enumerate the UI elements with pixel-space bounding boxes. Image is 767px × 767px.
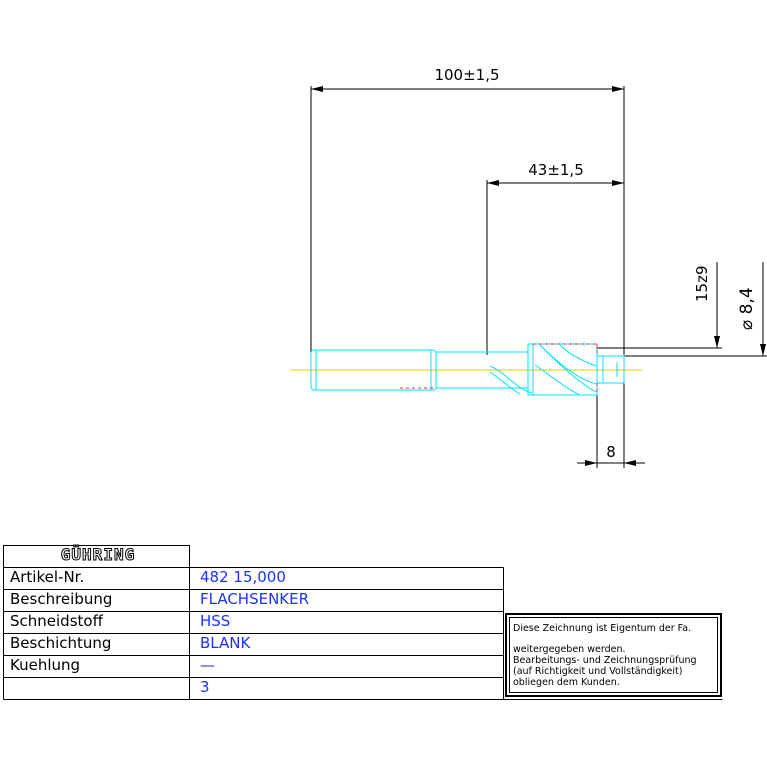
hidden-lines bbox=[400, 343, 598, 395]
row-value-beschichtung: BLANK bbox=[200, 634, 251, 652]
flute-2 bbox=[489, 371, 521, 395]
guehring-logo: GÜHRING bbox=[60, 545, 136, 564]
row-value-beschreibung: FLACHSENKER bbox=[200, 590, 310, 608]
flute-5 bbox=[559, 344, 597, 367]
arrowheads bbox=[311, 86, 766, 466]
title-block-grid bbox=[3, 545, 723, 700]
shank bbox=[310, 349, 437, 391]
ownership-note: Diese Zeichnung ist Eigentum der Fa. wei… bbox=[505, 613, 722, 697]
row-label-kuehlung: Kuehlung bbox=[10, 656, 81, 674]
dim-text-overall-length: 100±1,5 bbox=[434, 66, 499, 84]
note-line-3: Bearbeitungs- und Zeichnungsprüfung bbox=[513, 655, 697, 666]
flute-3 bbox=[539, 344, 597, 385]
row-label-beschreibung: Beschreibung bbox=[10, 590, 113, 608]
row-value-schneidstoff: HSS bbox=[200, 612, 231, 630]
row-value-kuehlung: — bbox=[200, 656, 215, 674]
pilot bbox=[596, 355, 625, 384]
flute-4 bbox=[544, 349, 597, 393]
flute-6 bbox=[534, 364, 581, 396]
row-label-artikel: Artikel-Nr. bbox=[10, 568, 85, 586]
row-label-schneidstoff: Schneidstoff bbox=[10, 612, 103, 630]
dim-text-diameter: ⌀ 8,4 bbox=[737, 287, 757, 330]
row-value-artikel: 482 15,000 bbox=[200, 568, 286, 586]
row-value-revision: 3 bbox=[200, 678, 210, 696]
flute-1 bbox=[489, 365, 533, 394]
row-label-beschichtung: Beschichtung bbox=[10, 634, 112, 652]
dim-text-pilot-diameter: 15z9 bbox=[693, 265, 711, 302]
tool-outline bbox=[310, 343, 625, 396]
dim-text-pilot-length: 8 bbox=[606, 443, 616, 461]
note-line-1: Diese Zeichnung ist Eigentum der Fa. bbox=[513, 623, 692, 634]
note-line-5: obliegen dem Kunden. bbox=[513, 677, 620, 688]
note-line-2: weitergegeben werden. bbox=[513, 644, 626, 655]
dim-text-flute-length: 43±1,5 bbox=[528, 161, 584, 179]
note-line-4: (auf Richtigkeit und Vollständigkeit) bbox=[513, 666, 683, 677]
